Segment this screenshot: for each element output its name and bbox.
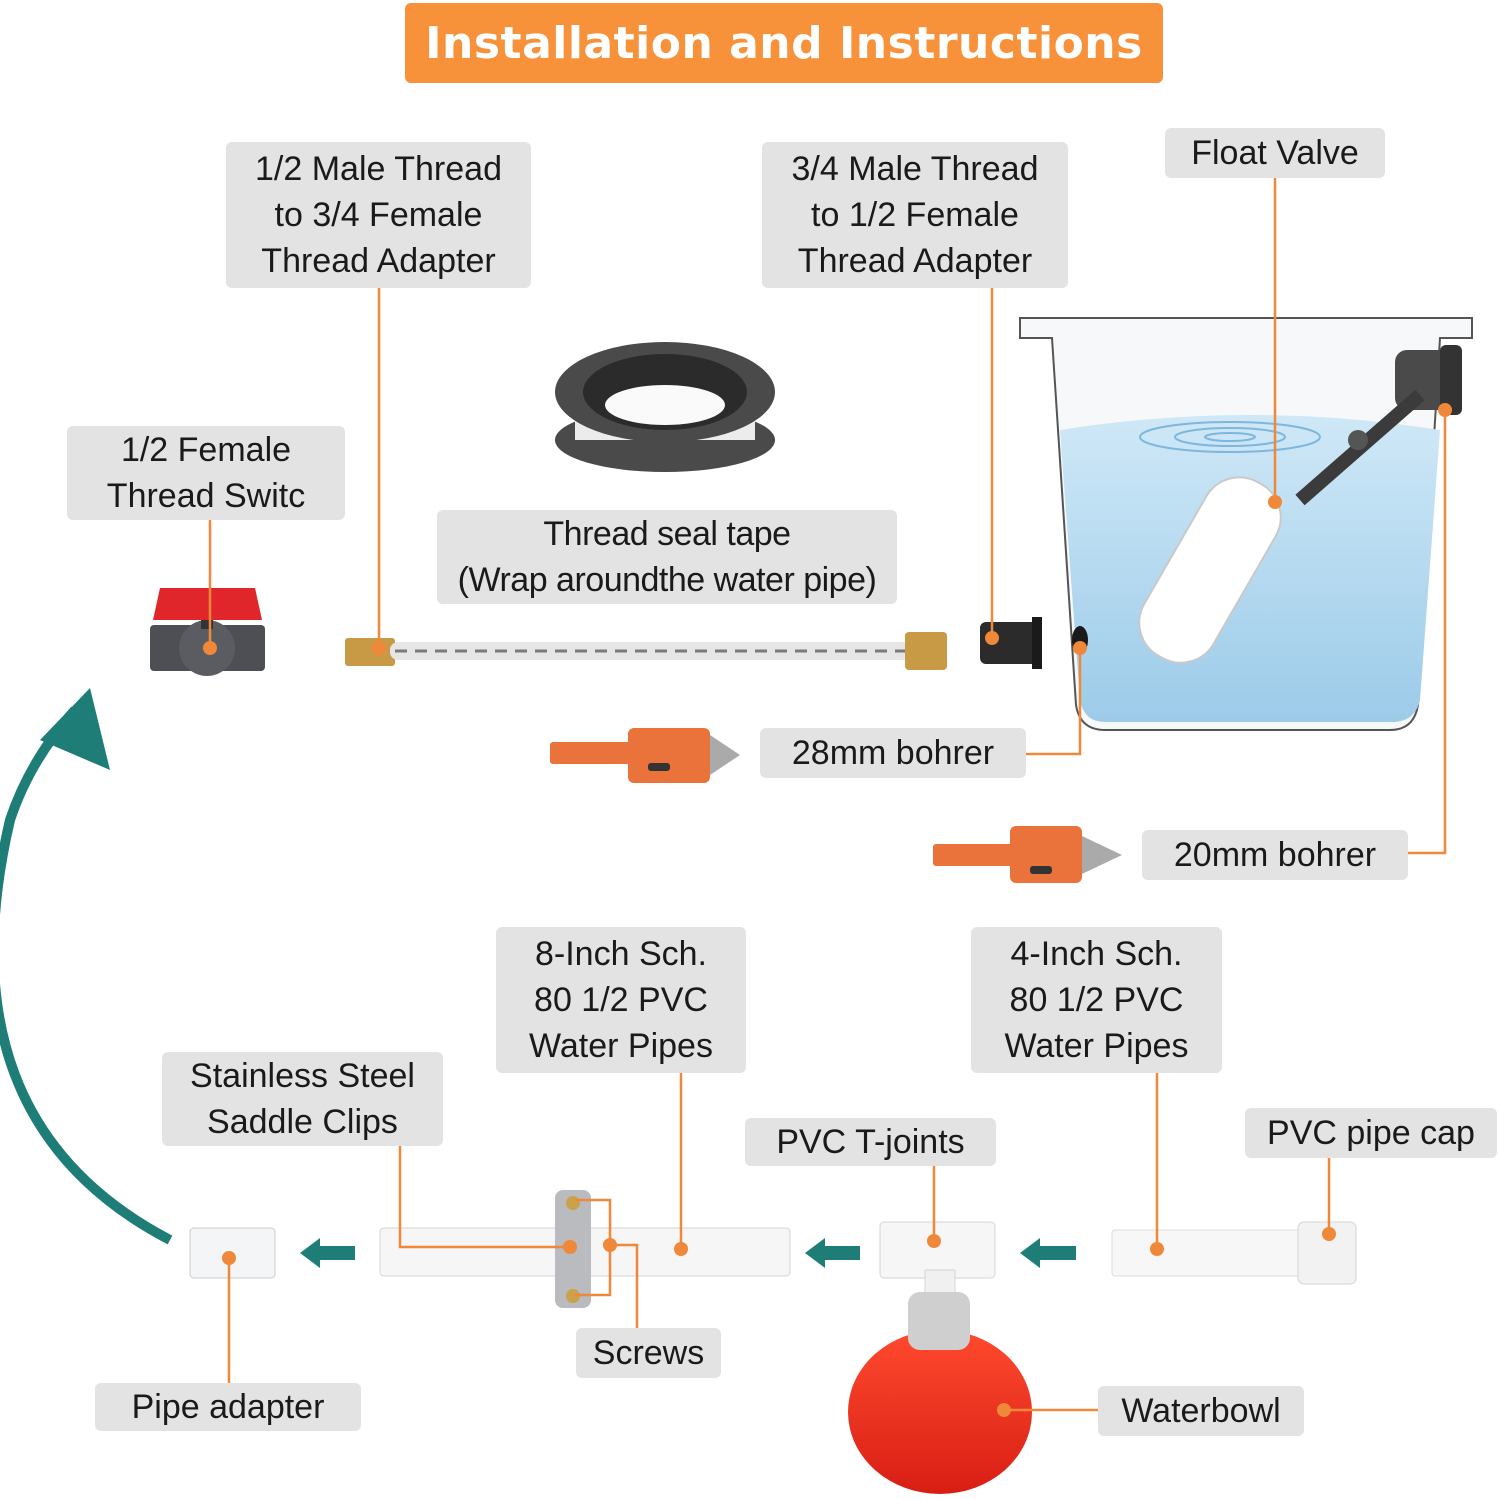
label-thread-seal-tape: Thread seal tape (Wrap aroundthe water p… (437, 510, 897, 604)
label-t-joints: PVC T-joints (745, 1118, 996, 1166)
label-pipe-cap: PVC pipe cap (1245, 1108, 1497, 1158)
hole-saw-icon (933, 826, 1122, 883)
hose-icon (345, 632, 947, 670)
label-pipe-8-inch: 8-Inch Sch. 80 1/2 PVC Water Pipes (496, 927, 746, 1073)
leader-dots (203, 403, 1452, 1417)
ball-valve-icon (150, 588, 265, 676)
label-pipe-4-inch: 4-Inch Sch. 80 1/2 PVC Water Pipes (971, 927, 1222, 1073)
label-float-valve: Float Valve (1165, 128, 1385, 178)
hole-saw-icon (550, 728, 740, 783)
page-title: Installation and Instructions (405, 3, 1163, 83)
label-drill-20: 20mm bohrer (1142, 830, 1408, 880)
pvc-pipe-icon (1111, 1229, 1308, 1277)
label-saddle-clips: Stainless Steel Saddle Clips (162, 1052, 443, 1146)
return-arrow-icon (0, 688, 173, 1245)
waterbowl-icon (848, 1292, 1032, 1494)
label-drill-28: 28mm bohrer (760, 728, 1026, 778)
label-pipe-adapter: Pipe adapter (95, 1383, 361, 1431)
label-female-switch: 1/2 Female Thread Switc (67, 426, 345, 520)
float-valve-icon (1138, 345, 1462, 664)
label-waterbowl: Waterbowl (1098, 1386, 1304, 1436)
label-screws: Screws (576, 1328, 721, 1378)
label-adapter-half-to-three-quarter: 1/2 Male Thread to 3/4 Female Thread Ada… (226, 142, 531, 288)
thread-tape-icon (555, 342, 775, 472)
pipe-cap-icon (1297, 1221, 1357, 1285)
flow-arrow-icon (300, 1238, 1076, 1268)
label-adapter-three-quarter-to-half: 3/4 Male Thread to 1/2 Female Thread Ada… (762, 142, 1068, 288)
